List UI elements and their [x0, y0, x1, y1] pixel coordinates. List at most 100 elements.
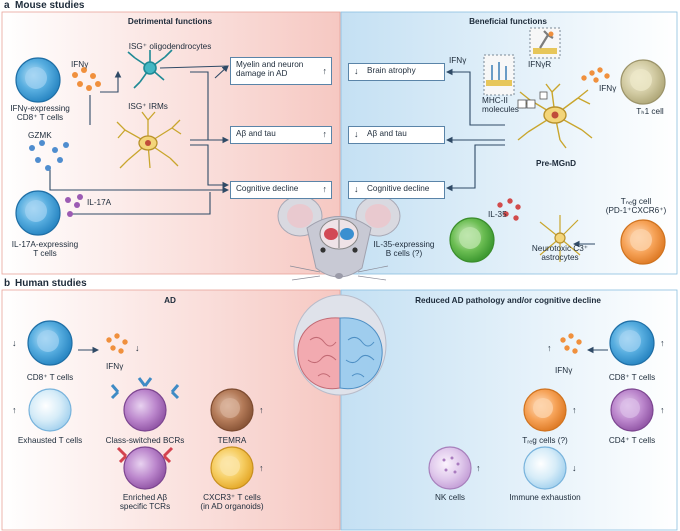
il17-t-cell-icon — [15, 190, 61, 236]
c3-astrocyte-icon — [539, 215, 581, 262]
nk-up-arrow: ↑ — [476, 463, 481, 473]
astrocytes-label: Neurotoxic C3⁺ astrocytes — [531, 244, 589, 263]
gzmk-label: GZMK — [28, 131, 52, 140]
immune-exhaustion-label: Immune exhaustion — [509, 493, 581, 502]
outcome-box-brain-atrophy: ↓ Brain atrophy — [348, 63, 445, 81]
ifng-ad-down-arrow: ↓ — [135, 343, 140, 353]
outcome-cognitive-text: Cognitive decline — [236, 184, 299, 193]
outcome-abeta-right-arrow: ↓ — [354, 129, 359, 139]
panel-a-letter: a — [4, 0, 10, 11]
outcome-myelin-text: Myelin and neuron damage in AD — [236, 60, 304, 79]
beneficial-connectors — [445, 68, 595, 248]
outcome-box-abeta-tau-right: ↓ Aβ and tau — [348, 126, 445, 144]
temra-label: TEMRA — [217, 436, 247, 445]
outcome-abeta-right-text: Aβ and tau — [367, 129, 407, 138]
cd4-up-arrow: ↑ — [660, 405, 665, 415]
outcome-box-cognitive: Cognitive decline ↑ — [230, 181, 332, 199]
cd8-ad-cell-icon — [27, 320, 73, 366]
il17a-dots-icon — [65, 194, 83, 217]
ifng-reduced-label: IFNγ — [555, 366, 573, 375]
exhausted-up-arrow: ↑ — [12, 405, 17, 415]
il17a-label: IL-17A — [87, 198, 112, 207]
detrimental-connectors — [49, 65, 230, 215]
ifng-label: IFNγ — [71, 60, 89, 69]
ad-heading: AD — [164, 296, 176, 305]
temra-cell-icon — [210, 388, 254, 432]
outcome-abeta-text: Aβ and tau — [236, 129, 276, 138]
mhc-ii-inset-icon — [483, 54, 515, 96]
cd4-label: CD4⁺ T cells — [608, 436, 656, 445]
tcr-label: Enriched Aβ specific TCRs — [119, 493, 171, 512]
cd8-reduced-cell-icon — [609, 320, 655, 366]
il35-dots-icon — [497, 198, 521, 221]
treg-b-label: Tᵣₑg cells (?) — [522, 436, 568, 445]
ifng-ad-dots-icon — [106, 333, 128, 354]
isg-oligodendrocytes-label: ISG⁺ oligodendrocytes — [128, 42, 212, 51]
cd8-ad-down-arrow: ↓ — [12, 338, 17, 348]
ifng-ad-label: IFNγ — [106, 362, 124, 371]
il35-b-cell-icon — [449, 217, 495, 263]
ifngr-inset-icon — [529, 27, 561, 59]
immune-down-arrow: ↓ — [572, 463, 577, 473]
cd4-t-cell-icon — [610, 388, 654, 432]
treg-cell-icon — [620, 219, 666, 265]
il17a-t-cells-label: IL-17A-expressing T cells — [11, 240, 79, 259]
human-brain-icon — [293, 294, 387, 396]
nk-label: NK cells — [434, 493, 466, 502]
cd8-reduced-up-arrow: ↑ — [660, 338, 665, 348]
detrimental-heading: Detrimental functions — [127, 17, 213, 26]
small-receptor-icons — [517, 91, 548, 109]
outcome-box-cognitive-right: ↓Cognitive decline — [348, 181, 445, 199]
ifng-right-left-label: IFNγ — [449, 56, 467, 65]
isg-irm-microglia-icon — [116, 111, 182, 169]
reduced-ad-heading: Reduced AD pathology and/or cognitive de… — [415, 296, 601, 305]
class-switched-bcr-cell-icon — [110, 377, 180, 432]
treg-label: Tₙₑg cell (PD-1⁺CXCR6⁺) — [605, 197, 667, 216]
cxcr3-up-arrow: ↑ — [259, 463, 264, 473]
immune-exhaustion-cell-icon — [523, 446, 567, 490]
exhausted-label: Exhausted T cells — [17, 436, 83, 445]
treg-up-arrow: ↑ — [572, 405, 577, 415]
cd8-t-cells-label: IFNγ-expressing CD8⁺ T cells — [10, 104, 70, 123]
gzmk-dots-icon — [29, 140, 69, 171]
cd8-t-cell-icon — [15, 57, 61, 103]
outcome-abeta-arrow: ↑ — [322, 129, 328, 139]
ifng-right-label: IFNγ — [599, 84, 617, 93]
th1-cell-icon — [620, 59, 666, 105]
pre-mgnd-label: Pre-MGnD — [535, 159, 577, 168]
panel-a-title: Mouse studies — [15, 0, 85, 11]
ifng-dots-icon — [72, 67, 101, 91]
ifngr-label: IFNγR — [528, 60, 552, 69]
beneficial-heading: Beneficial functions — [469, 17, 547, 26]
outcome-box-myelin: Myelin and neuron damage in AD↑ — [230, 57, 332, 85]
il35-b-cells-label: IL-35-expressing B cells (?) — [373, 240, 435, 259]
mouse-head-icon — [277, 195, 401, 281]
outcome-atrophy-arrow: ↓ — [354, 66, 359, 76]
enriched-tcr-cell-icon — [116, 446, 174, 490]
cxcr3-t-cell-icon — [210, 446, 254, 490]
outcome-cognitive-right-arrow: ↓ — [354, 184, 359, 194]
cd8-reduced-label: CD8⁺ T cells — [608, 373, 656, 382]
outcome-atrophy-text: Brain atrophy — [367, 66, 416, 75]
nk-cell-icon — [428, 446, 472, 490]
isg-oligodendrocyte-icon — [127, 49, 173, 89]
treg-b-cell-icon — [523, 388, 567, 432]
ifng-right-dots-icon — [581, 67, 610, 83]
bcr-label: Class-switched BCRs — [105, 436, 185, 445]
ifng-right-up-arrow: ↑ — [547, 343, 552, 353]
outcome-cognitive-arrow: ↑ — [322, 184, 328, 194]
il35-label: IL-35 — [488, 210, 507, 219]
outcome-box-abeta-tau: Aβ and tau ↑ — [230, 126, 332, 144]
pre-mgnd-microglia-icon — [517, 83, 593, 149]
exhausted-t-cell-icon — [28, 388, 72, 432]
mhc-ii-label: MHC-II molecules — [482, 96, 519, 115]
th1-label: Tₕ1 cell — [636, 107, 664, 116]
cd8-ad-label: CD8⁺ T cells — [26, 373, 74, 382]
cxcr3-label: CXCR3⁺ T cells (in AD organoids) — [200, 493, 264, 512]
panel-b-letter: b — [4, 278, 11, 289]
ifng-right-b-dots-icon — [560, 333, 582, 354]
temra-up-arrow: ↑ — [259, 405, 264, 415]
isg-irms-label: ISG⁺ IRMs — [128, 102, 168, 111]
